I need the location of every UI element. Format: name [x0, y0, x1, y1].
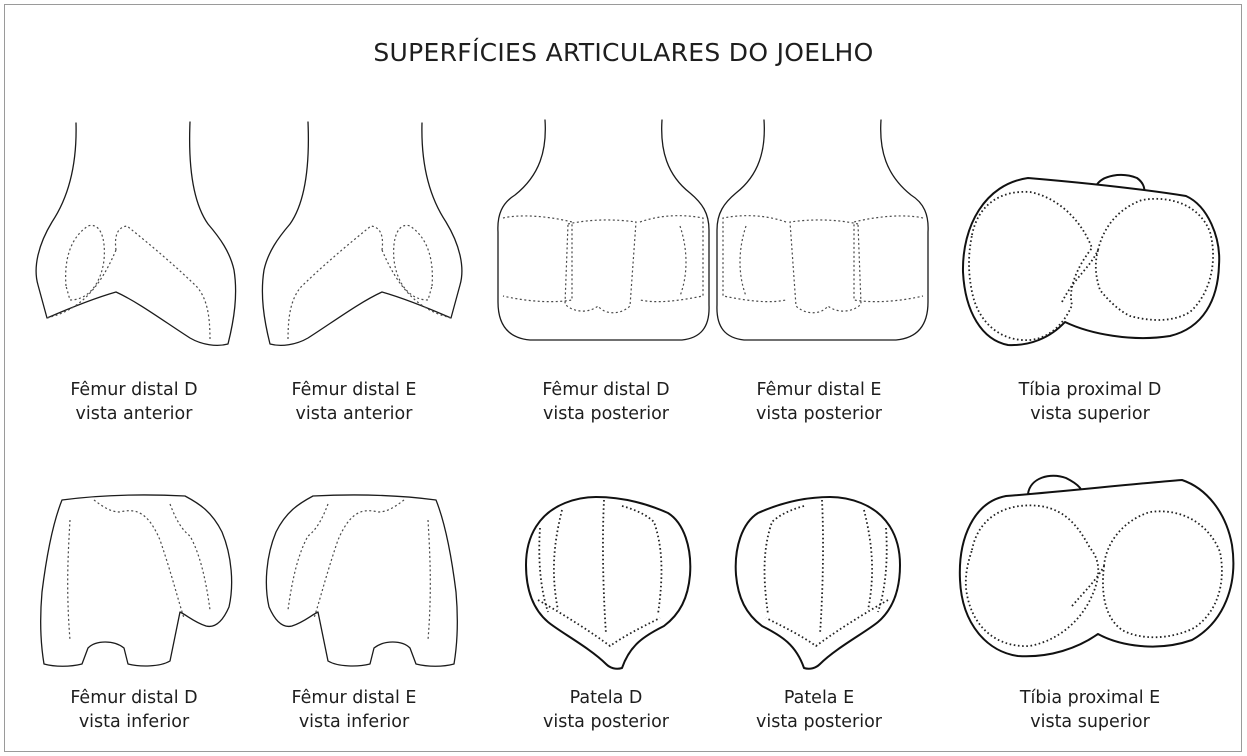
- caption-line1: Patela D: [496, 686, 716, 710]
- caption-line2: vista superior: [980, 710, 1200, 734]
- caption-femur-distal-d-inferior: Fêmur distal D vista inferior: [24, 686, 244, 734]
- caption-line1: Tíbia proximal D: [980, 378, 1200, 402]
- caption-line1: Fêmur distal E: [244, 686, 464, 710]
- caption-tibia-proximal-d-superior: Tíbia proximal D vista superior: [980, 378, 1200, 426]
- caption-femur-distal-e-anterior: Fêmur distal E vista anterior: [244, 378, 464, 426]
- caption-line1: Fêmur distal D: [24, 686, 244, 710]
- femur-distal-d-anterior-drawing: [36, 122, 236, 345]
- tibia-proximal-e-superior-drawing: [960, 476, 1234, 657]
- caption-patela-d-posterior: Patela D vista posterior: [496, 686, 716, 734]
- femur-distal-e-inferior-drawing: [266, 495, 457, 666]
- caption-line1: Fêmur distal E: [244, 378, 464, 402]
- caption-tibia-proximal-e-superior: Tíbia proximal E vista superior: [980, 686, 1200, 734]
- tibia-proximal-d-superior-drawing: [963, 175, 1219, 345]
- caption-line2: vista superior: [980, 402, 1200, 426]
- caption-femur-distal-d-posterior: Fêmur distal D vista posterior: [496, 378, 716, 426]
- caption-line2: vista anterior: [244, 402, 464, 426]
- caption-line1: Fêmur distal D: [496, 378, 716, 402]
- caption-line2: vista inferior: [24, 710, 244, 734]
- caption-line2: vista inferior: [244, 710, 464, 734]
- femur-distal-e-anterior-drawing: [262, 122, 462, 345]
- caption-femur-distal-e-inferior: Fêmur distal E vista inferior: [244, 686, 464, 734]
- femur-distal-e-posterior-drawing: [717, 120, 928, 340]
- caption-line2: vista posterior: [496, 402, 716, 426]
- caption-femur-distal-d-anterior: Fêmur distal D vista anterior: [24, 378, 244, 426]
- caption-line1: Fêmur distal E: [709, 378, 929, 402]
- femur-distal-d-inferior-drawing: [41, 495, 232, 666]
- caption-line1: Fêmur distal D: [24, 378, 244, 402]
- caption-femur-distal-e-posterior: Fêmur distal E vista posterior: [709, 378, 929, 426]
- patela-d-posterior-drawing: [526, 497, 690, 669]
- caption-line2: vista posterior: [709, 710, 929, 734]
- caption-patela-e-posterior: Patela E vista posterior: [709, 686, 929, 734]
- patela-e-posterior-drawing: [736, 497, 900, 669]
- caption-line1: Tíbia proximal E: [980, 686, 1200, 710]
- femur-distal-d-posterior-drawing: [498, 120, 709, 340]
- caption-line1: Patela E: [709, 686, 929, 710]
- caption-line2: vista posterior: [496, 710, 716, 734]
- caption-line2: vista posterior: [709, 402, 929, 426]
- caption-line2: vista anterior: [24, 402, 244, 426]
